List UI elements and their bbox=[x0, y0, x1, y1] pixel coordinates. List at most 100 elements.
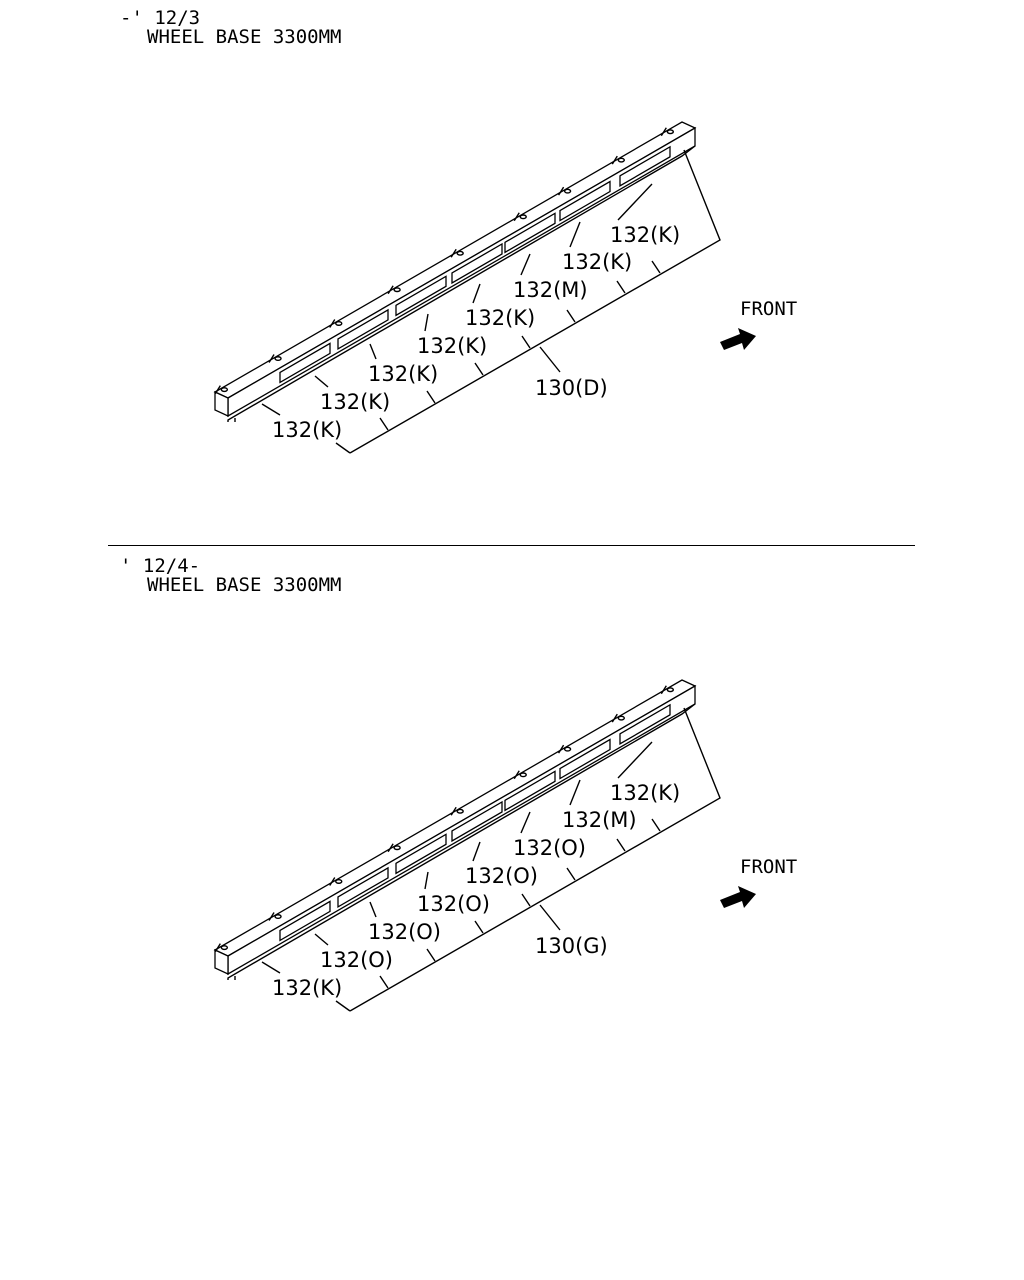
section-1-diagram: 132(K)132(K)132(K)132(K)132(K)132(M)132(… bbox=[213, 121, 797, 454]
rail-lower-edge bbox=[227, 145, 696, 422]
section-2-range: ' 12/4- bbox=[120, 555, 201, 577]
bracket-bus-line bbox=[349, 707, 721, 1012]
bus-tick bbox=[426, 948, 436, 962]
bus-tick bbox=[335, 1000, 351, 1012]
bracket-label: 132(K) bbox=[272, 418, 342, 442]
rail-lower-edge bbox=[227, 703, 696, 980]
rail-seam bbox=[611, 713, 618, 723]
bus-tick bbox=[474, 920, 484, 934]
rail-hole bbox=[519, 214, 527, 220]
bus-tick bbox=[379, 975, 389, 989]
rail-seam bbox=[329, 877, 336, 886]
bracket-leader bbox=[261, 961, 281, 974]
bus-tick bbox=[616, 280, 626, 294]
bracket-label: 132(O) bbox=[513, 836, 586, 860]
rail-seam bbox=[387, 843, 394, 853]
bus-tick bbox=[474, 362, 484, 376]
bus-tick bbox=[566, 867, 576, 881]
bus-tick bbox=[651, 260, 661, 274]
rail-hole bbox=[666, 129, 675, 135]
bracket bbox=[559, 180, 611, 222]
bracket-leader bbox=[520, 811, 531, 834]
rail-seam bbox=[214, 943, 221, 952]
rail-seam bbox=[513, 212, 520, 222]
bracket-leader bbox=[520, 253, 531, 276]
bracket-label: 132(K) bbox=[320, 390, 390, 414]
bracket-leader bbox=[314, 375, 329, 388]
arrow-right-icon bbox=[720, 328, 756, 350]
bracket bbox=[279, 342, 331, 384]
bracket-label: 132(M) bbox=[562, 808, 637, 832]
bracket-leader bbox=[314, 933, 329, 946]
bus-tick bbox=[651, 818, 661, 832]
rail-seam bbox=[214, 385, 221, 394]
bracket-leader bbox=[424, 871, 429, 890]
bracket-label: 132(K) bbox=[610, 781, 680, 805]
bracket-leader bbox=[261, 403, 281, 416]
crossmember-label: 130(G) bbox=[535, 934, 608, 958]
rail-seam bbox=[268, 354, 275, 363]
bracket-leader bbox=[617, 741, 653, 779]
bracket-leader bbox=[569, 779, 581, 806]
rail-hole bbox=[274, 914, 282, 920]
section-2-wheel-base: WHEEL BASE 3300MM bbox=[147, 574, 342, 596]
rail-hole bbox=[274, 356, 282, 362]
rail-hole bbox=[335, 878, 343, 884]
bracket-label: 132(O) bbox=[417, 892, 490, 916]
bracket-leader bbox=[472, 841, 481, 862]
rail-hole bbox=[563, 746, 572, 752]
bracket bbox=[559, 738, 611, 780]
crossmember-label: 130(D) bbox=[535, 376, 608, 400]
rail-seam bbox=[329, 319, 336, 328]
bracket-leader bbox=[424, 313, 429, 332]
bracket-label: 132(O) bbox=[368, 920, 441, 944]
bracket-leader bbox=[472, 283, 481, 304]
rail-hole bbox=[335, 320, 343, 326]
rail-hole bbox=[519, 772, 527, 778]
rail-seam bbox=[660, 127, 667, 137]
bus-tick bbox=[616, 838, 626, 852]
bracket bbox=[451, 242, 503, 285]
bracket-label: 132(K) bbox=[272, 976, 342, 1000]
rail-hole bbox=[617, 157, 625, 163]
rail-seam bbox=[387, 285, 394, 295]
rail-hole bbox=[666, 687, 675, 693]
rail-end-face bbox=[214, 390, 229, 418]
bus-tick bbox=[335, 442, 351, 454]
rail-hole bbox=[220, 945, 229, 951]
arrow-right-icon bbox=[720, 886, 756, 908]
bracket bbox=[279, 900, 331, 942]
rail-seam bbox=[450, 248, 457, 258]
bus-tick bbox=[521, 335, 531, 349]
rail-hole bbox=[563, 188, 572, 194]
section-divider bbox=[108, 545, 915, 546]
bus-tick bbox=[521, 893, 531, 907]
bracket-leader bbox=[617, 183, 653, 221]
bracket-label: 132(K) bbox=[610, 223, 680, 247]
bracket-label: 132(K) bbox=[368, 362, 438, 386]
bracket bbox=[395, 275, 447, 317]
section-1-range: -' 12/3 bbox=[120, 7, 201, 29]
rail-hole bbox=[456, 250, 464, 256]
bracket bbox=[504, 212, 556, 254]
rail-seam bbox=[557, 186, 565, 196]
rail-hole bbox=[617, 715, 625, 721]
bracket bbox=[619, 145, 671, 187]
rail-seam bbox=[557, 744, 565, 754]
bracket-leader bbox=[369, 901, 377, 918]
bracket bbox=[395, 833, 447, 875]
rail-hole bbox=[220, 387, 229, 393]
rail-hole bbox=[393, 287, 401, 293]
bracket-label: 132(K) bbox=[417, 334, 487, 358]
front-label: FRONT bbox=[740, 298, 797, 320]
rail-seam bbox=[660, 685, 667, 695]
rail-seam bbox=[513, 770, 520, 780]
bus-tick bbox=[426, 390, 436, 404]
rail-seam bbox=[450, 806, 457, 816]
bracket bbox=[337, 866, 389, 909]
rail-end-face bbox=[214, 948, 229, 976]
bracket bbox=[619, 703, 671, 745]
bracket-bus-line bbox=[349, 149, 721, 454]
crossmember-leader bbox=[539, 346, 561, 373]
rail-seam bbox=[268, 912, 275, 921]
